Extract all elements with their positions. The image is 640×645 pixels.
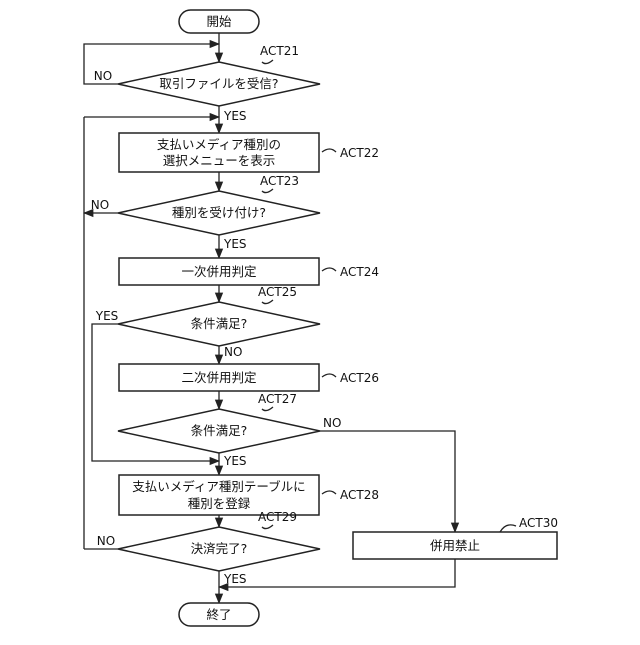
- act28-line2: 種別を登録: [188, 496, 251, 511]
- process-act26: 二次併用判定: [119, 364, 319, 391]
- end-terminal: 終了: [179, 603, 259, 626]
- act29-yes-label: YES: [223, 572, 247, 586]
- start-terminal: 開始: [179, 10, 259, 33]
- act23-label: ACT23: [260, 174, 299, 188]
- act22-line2: 選択メニューを表示: [163, 153, 276, 168]
- process-act30: 併用禁止: [353, 532, 557, 559]
- act24-leader: [322, 268, 336, 271]
- act25-text: 条件満足?: [191, 316, 248, 331]
- act30-text: 併用禁止: [430, 538, 480, 553]
- act30-leader: [500, 525, 516, 532]
- act21-no-label: NO: [94, 69, 112, 83]
- act26-leader: [322, 374, 336, 377]
- act26-label: ACT26: [340, 371, 379, 385]
- act21-label: ACT21: [260, 44, 299, 58]
- act27-leader: [262, 407, 273, 411]
- act22-label: ACT22: [340, 146, 379, 160]
- act28-line1: 支払いメディア種別テーブルに: [132, 479, 305, 494]
- act21-yes-label: YES: [223, 109, 247, 123]
- act21-leader: [262, 60, 273, 64]
- act29-leader: [262, 525, 273, 529]
- act23-yes-label: YES: [223, 237, 247, 251]
- process-act28: 支払いメディア種別テーブルに 種別を登録: [119, 475, 319, 515]
- act29-text: 決済完了?: [191, 541, 248, 556]
- act22-line1: 支払いメディア種別の: [157, 137, 281, 152]
- decision-act27: 条件満足?: [118, 409, 320, 453]
- act27-yes-label: YES: [223, 454, 247, 468]
- decision-act25: 条件満足?: [118, 302, 320, 346]
- act24-label: ACT24: [340, 265, 379, 279]
- act28-label: ACT28: [340, 488, 379, 502]
- decision-act29: 決済完了?: [118, 527, 320, 571]
- act29-label: ACT29: [258, 510, 297, 524]
- act25-label: ACT25: [258, 285, 297, 299]
- act27-label: ACT27: [258, 392, 297, 406]
- decision-act23: 種別を受け付け?: [118, 191, 320, 235]
- process-act22: 支払いメディア種別の 選択メニューを表示: [119, 133, 319, 172]
- act28-leader: [322, 491, 336, 494]
- act23-leader: [262, 189, 273, 193]
- act30-label: ACT30: [519, 516, 558, 530]
- act23-text: 種別を受け付け?: [172, 205, 266, 220]
- edge-act27-no: [320, 431, 455, 532]
- decision-act21: 取引ファイルを受信?: [118, 62, 320, 106]
- act23-no-label: NO: [91, 198, 109, 212]
- act26-text: 二次併用判定: [181, 370, 256, 385]
- act25-leader: [262, 300, 273, 304]
- act27-no-label: NO: [323, 416, 341, 430]
- end-label: 終了: [206, 607, 231, 622]
- start-label: 開始: [206, 14, 232, 29]
- act24-text: 一次併用判定: [181, 264, 256, 279]
- act22-leader: [322, 149, 336, 152]
- process-act24: 一次併用判定: [119, 258, 319, 285]
- act25-no-label: NO: [224, 345, 242, 359]
- act21-text: 取引ファイルを受信?: [159, 76, 278, 91]
- act27-text: 条件満足?: [191, 423, 248, 438]
- act25-yes-label: YES: [95, 309, 119, 323]
- act29-no-label: NO: [97, 534, 115, 548]
